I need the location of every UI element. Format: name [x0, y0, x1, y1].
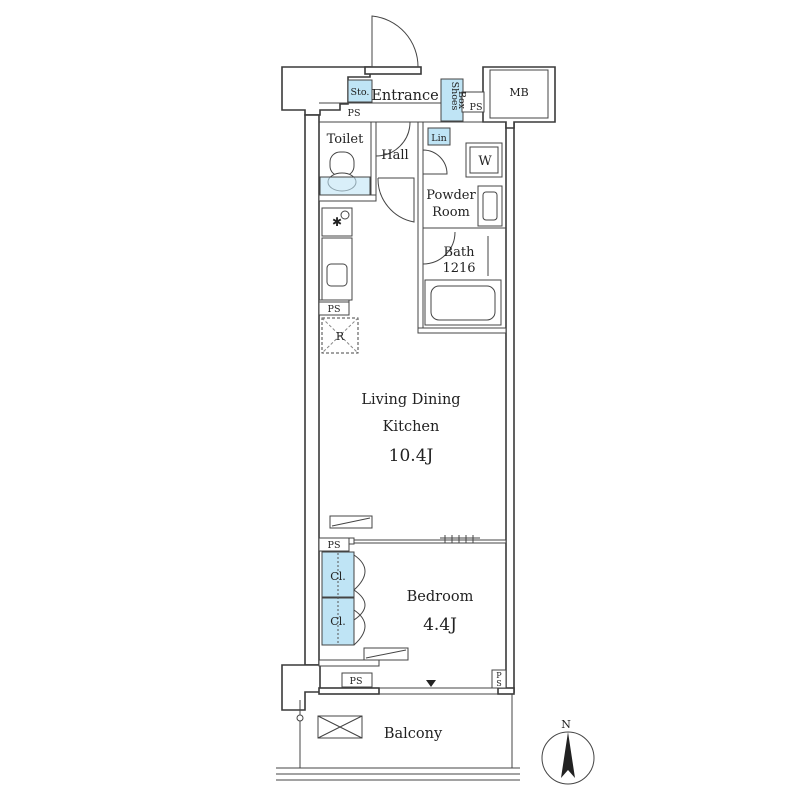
label-storage: Sto. [351, 87, 370, 98]
label-ldk-area: 10.4J [389, 446, 434, 466]
label-hall: Hall [381, 148, 408, 163]
linen-cupboard [427, 127, 451, 146]
label-closet-1: Cl. [330, 570, 345, 583]
label-ps-bedroom-bottom: PS [350, 676, 363, 687]
label-closet-2: Cl. [330, 615, 345, 628]
label-north: N [561, 718, 571, 731]
kitchen-sink [326, 263, 348, 287]
doors [353, 15, 498, 695]
label-balcony: Balcony [384, 726, 443, 742]
label-bath-size: 1216 [442, 261, 475, 276]
storage-box [347, 79, 373, 103]
label-ps-right: PS [470, 102, 483, 113]
label-ps-corner-s: S [496, 679, 501, 688]
outer-walls [281, 66, 556, 711]
label-bedroom: Bedroom [407, 589, 474, 605]
label-ps-entrance: PS [348, 108, 361, 119]
label-ldk-2: Kitchen [383, 419, 440, 435]
label-washer: W [478, 154, 492, 169]
label-shoes: Shoes [449, 82, 460, 111]
fixtures: ✱ [317, 78, 507, 739]
meter-box [489, 69, 549, 119]
north-compass: N [541, 718, 595, 785]
svg-text:✱: ✱ [332, 215, 342, 229]
label-powder-1: Powder [426, 188, 476, 203]
label-mb: MB [509, 86, 528, 99]
label-ldk-1: Living Dining [361, 392, 460, 408]
label-entrance: Entrance [371, 88, 438, 104]
label-toilet: Toilet [327, 132, 364, 147]
label-box: Box [456, 91, 467, 110]
label-powder-2: Room [432, 205, 470, 220]
label-ps-bedroom-top: PS [328, 540, 341, 551]
label-linen: Lin [431, 133, 446, 144]
label-refrigerator: R [336, 330, 345, 343]
label-ps-corner-p: P [496, 671, 502, 680]
toilet-bowl [329, 151, 355, 177]
labels: Entrance Sto. Shoes Box PS PS MB Toilet … [327, 82, 529, 742]
stove [321, 207, 353, 237]
label-bedroom-area: 4.4J [423, 615, 457, 635]
balcony-railing [276, 694, 520, 781]
north-arrow-icon [561, 732, 575, 778]
label-bath: Bath [444, 245, 476, 260]
label-ps-kitchen: PS [328, 304, 341, 315]
